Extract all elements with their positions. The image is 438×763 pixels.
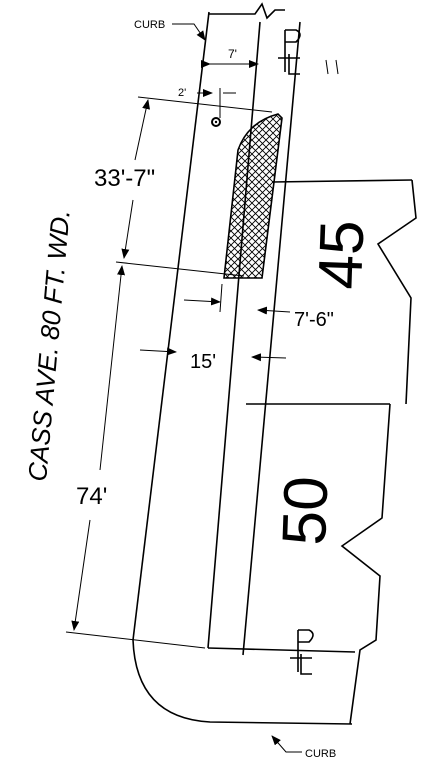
dim-7-6-label: 7'-6" [294, 309, 334, 331]
property-line-symbol-bottom [290, 629, 314, 675]
equal-mark-2 [335, 59, 339, 75]
dim-33ft-ext-top [137, 96, 273, 113]
dim-15ft-left [139, 347, 177, 356]
dim-33ft-ext-bottom [115, 261, 245, 277]
dim-2ft-label: 2' [178, 87, 186, 99]
dim-7ft-label: 7' [228, 47, 237, 61]
dim-74ft-line-lower [71, 519, 91, 631]
dim-74ft-label: 74' [76, 483, 107, 510]
dim-15ft-right [251, 353, 287, 362]
lot50-right-edge [340, 403, 391, 725]
lot-45-number: 45 [306, 219, 377, 290]
lot45-top-line [271, 179, 413, 183]
dim-7-6-right [257, 306, 291, 315]
dim-74ft-ext-bottom [65, 631, 206, 649]
crosshatch-area [223, 113, 283, 279]
dim-33ft-line-lower [121, 199, 134, 259]
curb-return-arc [132, 639, 353, 725]
curb-top-label: CURB [134, 19, 165, 31]
dim-74ft-line-upper [99, 265, 126, 471]
dim-33-7-label: 33'-7" [94, 165, 155, 192]
sidewalk-line [207, 21, 261, 649]
property-line-symbol-top [278, 29, 301, 75]
dim-7-6-left [183, 297, 221, 306]
dim-33ft-line-upper [134, 99, 151, 161]
curb-bottom-leader [271, 735, 302, 753]
street-name-label: CASS AVE. 80 FT. WD. [22, 208, 76, 482]
curb-bottom-label: CURB [305, 748, 336, 760]
dim-7-6-ext [219, 283, 223, 313]
equal-mark-1 [325, 59, 329, 75]
bottom-lot-line [207, 647, 356, 653]
curb-top-leader [172, 23, 206, 41]
lot-50-number: 50 [270, 475, 341, 546]
property-line-row [242, 21, 301, 656]
break-line-top [208, 2, 285, 20]
curb-line-left [132, 11, 210, 641]
dim-15ft-label: 15' [190, 351, 216, 373]
lot45-right-edge [376, 179, 417, 405]
